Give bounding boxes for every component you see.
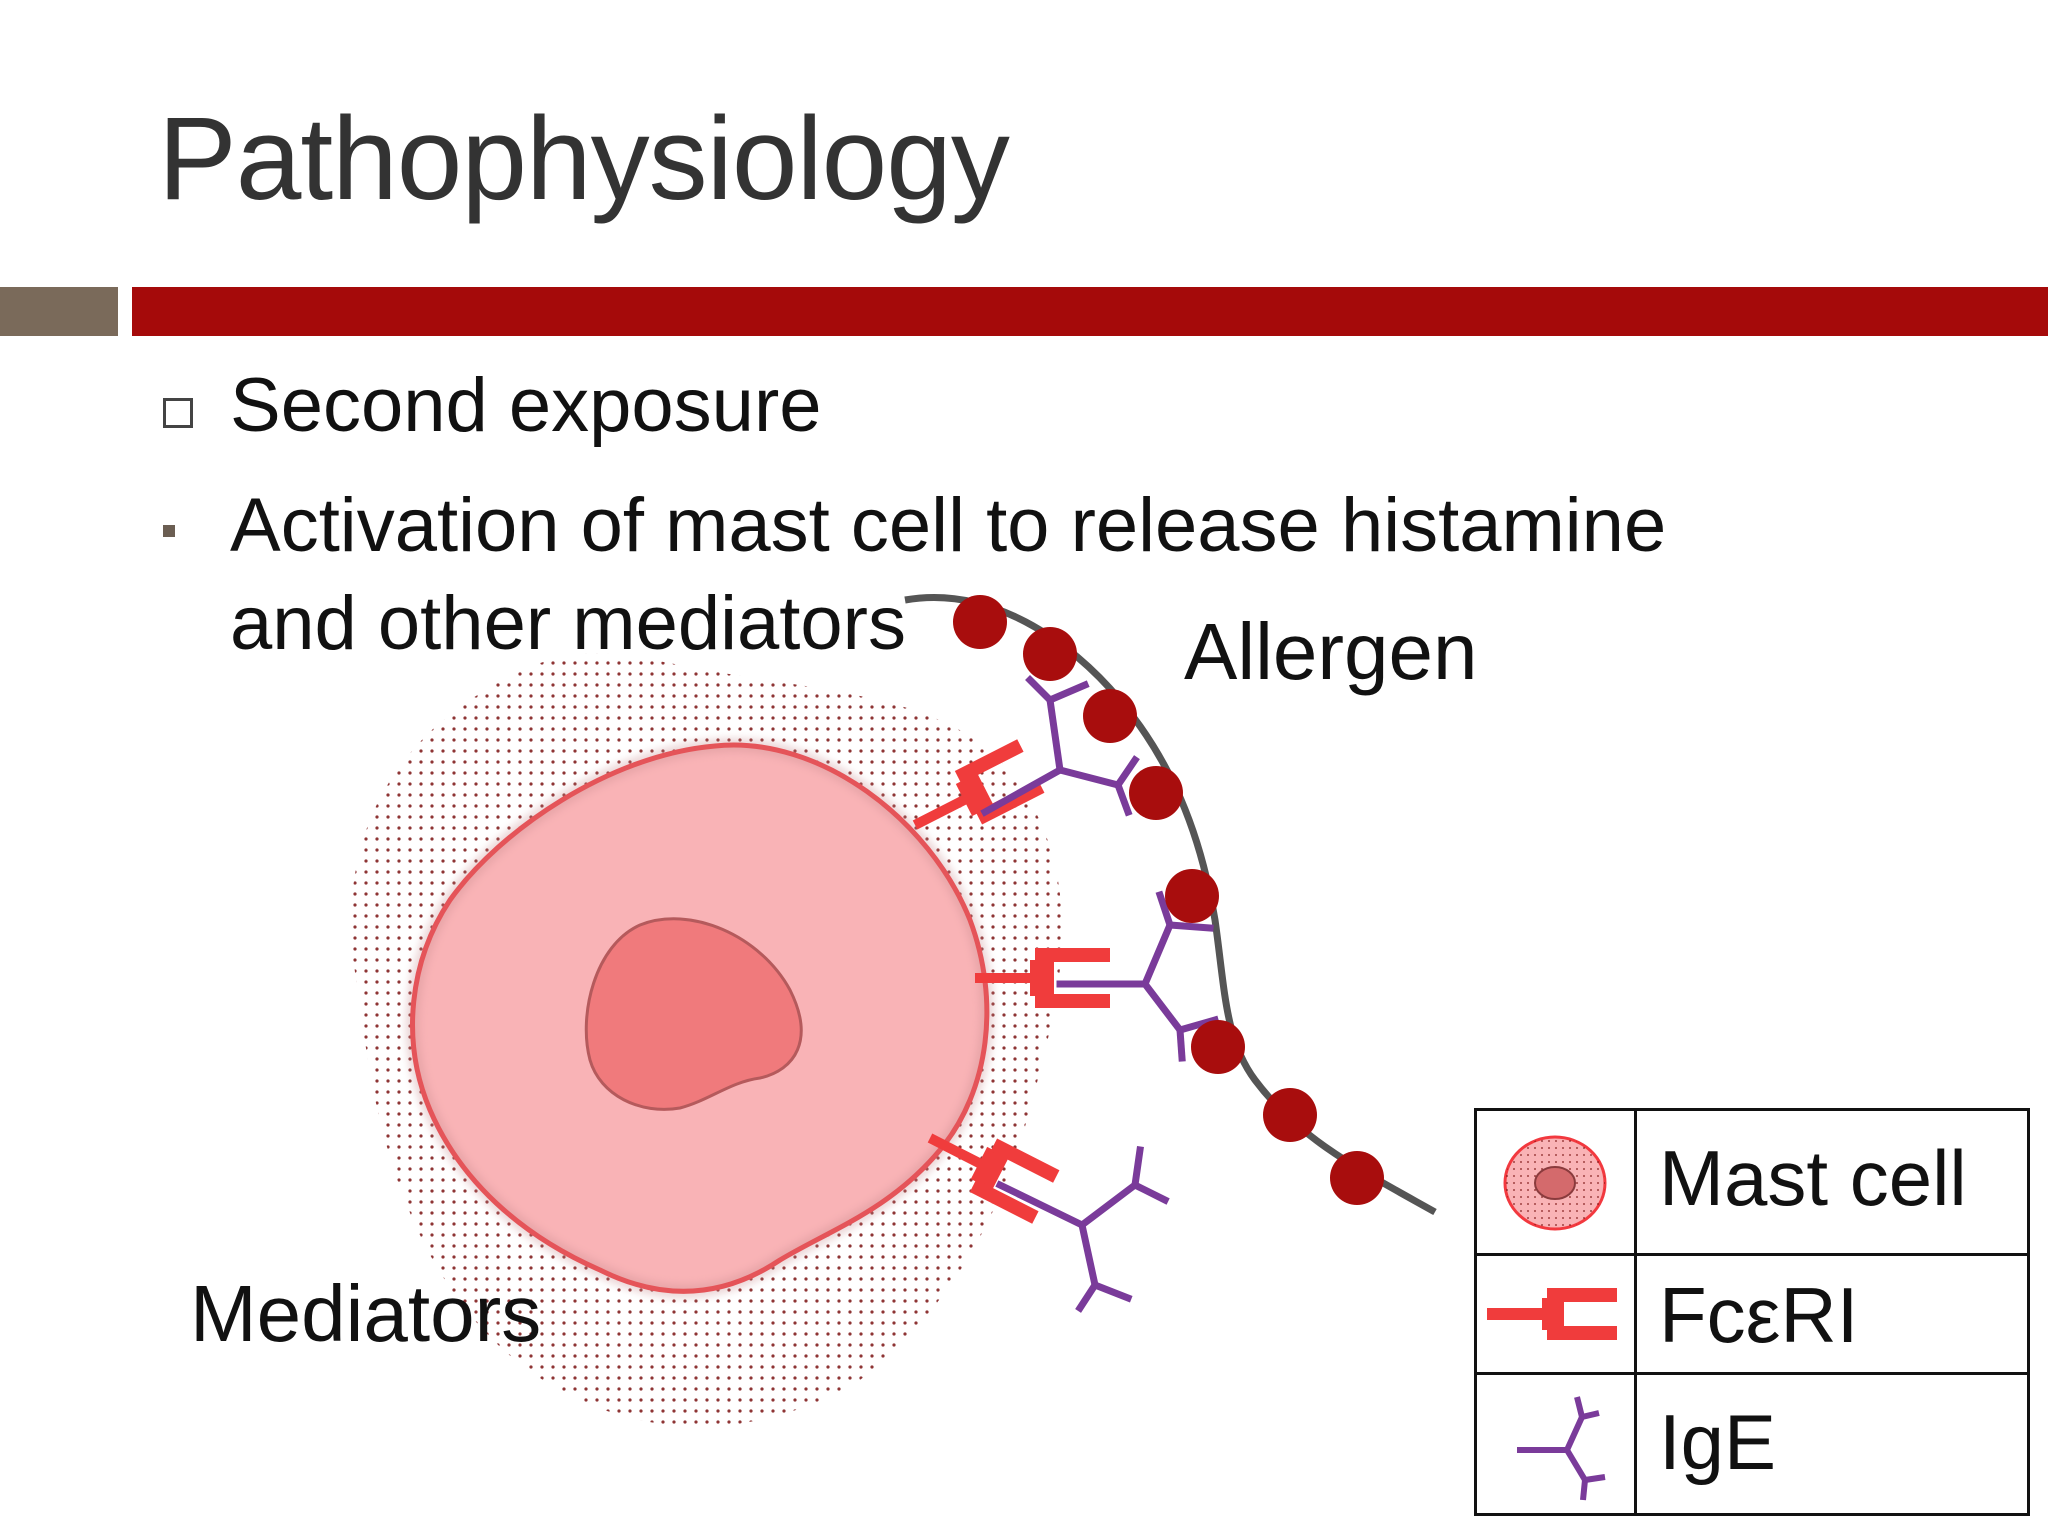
nucleus: [584, 917, 803, 1111]
ige-icon: [1517, 1396, 1606, 1501]
square-bullet-icon: [163, 525, 175, 537]
legend-label-mast-cell: Mast cell: [1659, 1134, 1967, 1222]
legend-label-ige: IgE: [1659, 1398, 1777, 1486]
box-bullet-icon: [163, 398, 193, 428]
mediators-label: Mediators: [190, 1269, 542, 1358]
header-bar-right: [132, 287, 2048, 336]
ige-antibodies: [980, 675, 1220, 1313]
bullet-second-exposure: Second exposure: [230, 363, 822, 448]
legend-row-fc-receptor: FcεRI: [1477, 1256, 2027, 1375]
mast-cell-icon: [1503, 1135, 1607, 1231]
allergen-label: Allergen: [1184, 607, 1478, 696]
page-title: Pathophysiology: [158, 93, 1010, 225]
mast-cell: [405, 738, 994, 1299]
header-bar-left: [0, 287, 118, 336]
bullet-activation-line2: and other mediators: [230, 581, 906, 666]
allergen-particles: [953, 595, 1384, 1205]
legend-row-mast-cell: Mast cell: [1477, 1111, 2027, 1256]
legend: Mast cell FcεRI: [1474, 1108, 2030, 1516]
fc-receptor-icon: [1487, 1288, 1617, 1340]
bullet-activation-line1: Activation of mast cell to release hista…: [230, 483, 1667, 568]
legend-row-ige: IgE: [1477, 1375, 2027, 1516]
legend-label-fc-receptor: FcεRI: [1659, 1271, 1859, 1359]
